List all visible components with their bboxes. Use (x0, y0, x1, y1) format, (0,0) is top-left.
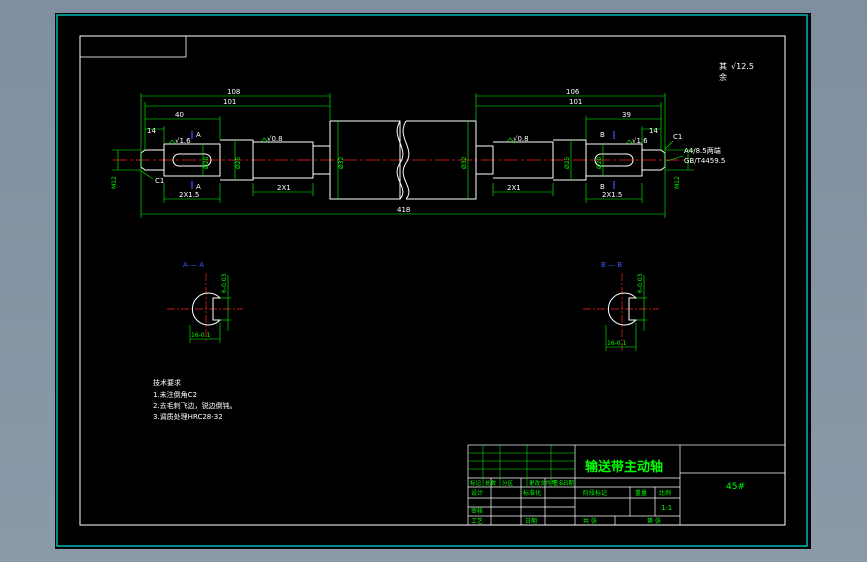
diam-end-left: M12 (111, 176, 118, 189)
diam-key-left: Ø20 (203, 156, 210, 169)
diam-end-right: M12 (674, 176, 681, 189)
scale-label: 比例 (659, 489, 671, 497)
tech-note-3: 3.调质处理HRC28-32 (153, 412, 223, 421)
row-label-3: 更改文件号 (529, 479, 557, 487)
rough-a: √1.6 (175, 137, 191, 145)
tech-note-2: 2.去毛刺飞边，锐边倒钝。 (153, 401, 237, 410)
roughness-suffix: 余 (719, 72, 727, 82)
row-label-4: 签名 (553, 479, 564, 487)
design-label: 设计 (471, 489, 483, 497)
section-aa: A — A 6-0.03 16-0.1 (167, 261, 243, 343)
outer-frame (56, 14, 808, 547)
diam-key-right: Ø20 (596, 156, 603, 169)
roughness-value: √12.5 (731, 62, 754, 71)
center-hole-line2: GB/T4459.5 (684, 157, 725, 165)
dimension-texts: 108 101 40 14 106 101 39 14 418 2X1.5 2X… (147, 88, 725, 214)
weight-label: 重量 (635, 489, 647, 497)
roughness-note: 其 √12.5 余 (719, 62, 754, 82)
diam-mid-left: Ø32 (338, 156, 345, 169)
section-cut-marks (191, 131, 615, 189)
row-label-2: 分区 (502, 479, 514, 487)
section-bb-title: B — B (601, 261, 622, 269)
process-label: 工艺 (471, 517, 483, 525)
center-hole-line1: A4/8.5两端 (684, 146, 721, 155)
cad-drawing: 其 √12.5 余 A A B (56, 14, 808, 547)
title-block: 输送带主动轴 45# 标记 处数 分区 更改文件号 签名 日期 设计 标准化 阶… (467, 444, 786, 526)
dim-seg-right: 39 (622, 111, 631, 119)
standardize-label: 标准化 (523, 489, 541, 497)
chamfer-left: C1 (155, 177, 164, 185)
section-label-a-bottom: A (196, 183, 201, 191)
diam-bear-right: Ø25 (564, 156, 571, 169)
code-box (79, 35, 187, 58)
rough-d: √1.6 (632, 137, 648, 145)
sheet-no-label: 第 张 (647, 517, 661, 525)
section-bb-horizontal-dim: 16-0.1 (607, 340, 627, 347)
dim-step-right: 2X1 (507, 184, 521, 192)
section-aa-title: A — A (183, 261, 204, 269)
dim-groove-right: 2X1.5 (602, 191, 622, 199)
chamfer-right: C1 (673, 133, 682, 141)
section-bb-vertical-dim: 6-0.03 (637, 273, 644, 293)
dim-groove-left: 2X1.5 (179, 191, 199, 199)
diameter-labels: M12 M12 Ø20 Ø25 Ø32 Ø32 Ø25 Ø20 (111, 156, 681, 189)
scale-value: 1:1 (661, 504, 672, 512)
section-label-b-bottom: B (600, 183, 605, 191)
tech-notes: 技术要求 1.未注倒角C2 2.去毛刺飞边，锐边倒钝。 3.调质处理HRC28-… (153, 378, 237, 421)
drawing-border (79, 35, 786, 526)
dimension-lines (112, 93, 694, 218)
dim-sub-right: 101 (569, 98, 582, 106)
section-aa-horizontal-dim: 16-0.1 (191, 332, 211, 339)
shaft-outline (140, 120, 666, 200)
dim-step-left: 2X1 (277, 184, 291, 192)
section-label-b-top: B (600, 131, 605, 139)
material: 45# (726, 482, 745, 492)
diam-bear-left: Ø25 (235, 156, 242, 169)
sheets-label: 共 张 (583, 517, 597, 525)
dim-total: 418 (397, 206, 410, 214)
tech-note-1: 1.未注倒角C2 (153, 390, 197, 399)
roughness-prefix: 其 (719, 62, 727, 71)
tech-notes-title: 技术要求 (153, 378, 181, 387)
section-aa-vertical-dim: 6-0.03 (221, 273, 228, 293)
dim-overall-left: 108 (227, 88, 240, 96)
rough-c: √0.8 (513, 135, 529, 143)
dim-seg-left: 40 (175, 111, 184, 119)
section-bb: B — B 6-0.03 16-0.1 (583, 261, 659, 353)
rough-b: √0.8 (267, 135, 283, 143)
row-label-1: 处数 (485, 479, 497, 487)
part-name: 输送带主动轴 (585, 459, 663, 475)
diam-mid-right: Ø32 (461, 156, 468, 169)
row-label-5: 日期 (563, 480, 575, 487)
dim-end-left: 14 (147, 127, 156, 135)
approve-label: 日期 (525, 517, 537, 525)
dim-end-right: 14 (649, 127, 658, 135)
stage-mark-label: 阶段标记 (583, 489, 607, 497)
review-label: 审核 (471, 507, 483, 515)
drawing-viewport[interactable]: 其 √12.5 余 A A B (55, 13, 811, 549)
dim-sub-left: 101 (223, 98, 236, 106)
row-label-0: 标记 (470, 479, 482, 487)
section-label-a-top: A (196, 131, 201, 139)
dim-overall-right: 106 (566, 88, 580, 96)
